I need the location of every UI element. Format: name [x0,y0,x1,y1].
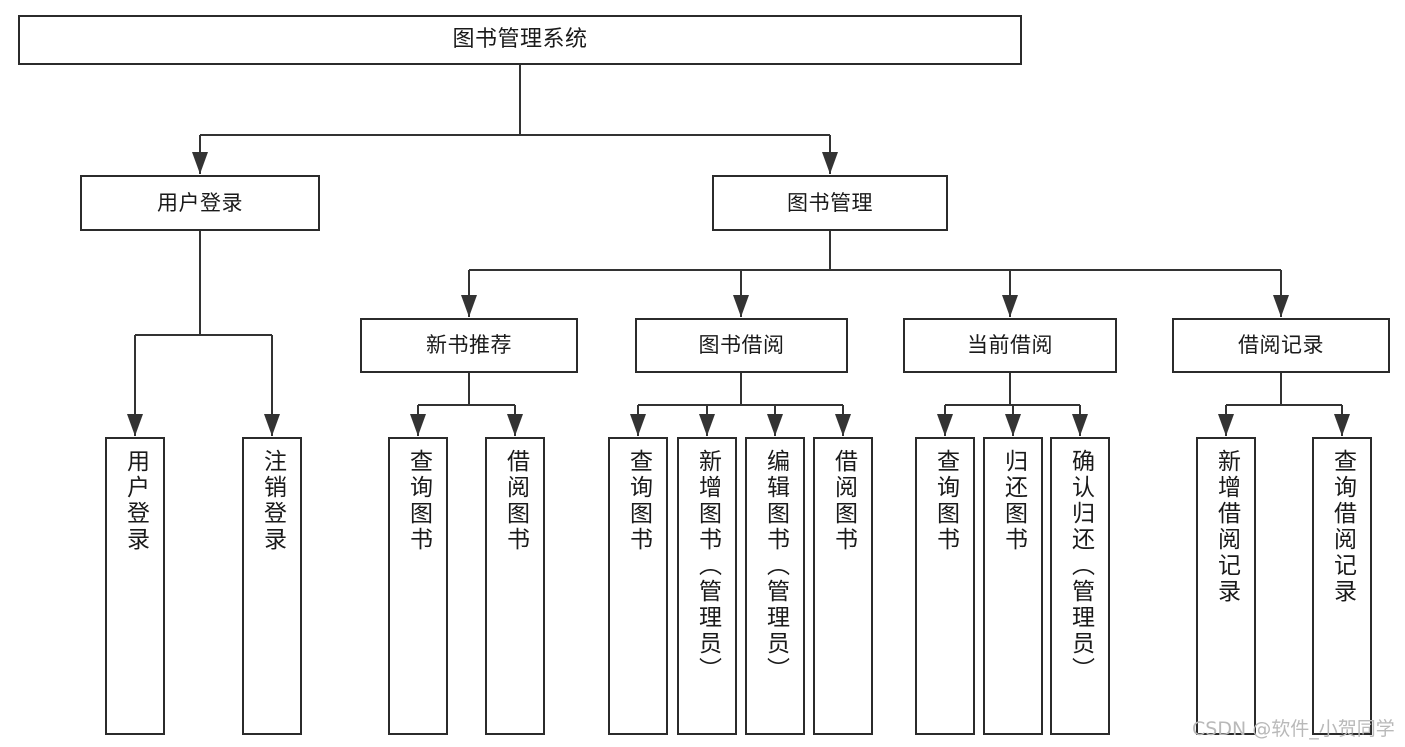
conn-manage-bus-arrow-1 [733,295,749,317]
node-root[interactable]: 图书管理系统 [18,15,1022,65]
node-label: 新书推荐 [426,333,512,358]
node-leaf-query-book-borrow[interactable]: 查询图书 [608,437,668,735]
conn-borrow-bus-arrow-2 [767,414,783,436]
node-label: 查询图书 [932,449,959,553]
node-leaf-query-book-rec[interactable]: 查询图书 [388,437,448,735]
conn-borrow-bus-arrow-3 [835,414,851,436]
node-leaf-add-book[interactable]: 新增图书（管理员） [677,437,737,735]
node-leaf-return-book[interactable]: 归还图书 [983,437,1043,735]
node-leaf-confirm-return[interactable]: 确认归还（管理员） [1050,437,1110,735]
node-label: 借阅记录 [1238,333,1324,358]
conn-manage-bus-arrow-3 [1273,295,1289,317]
node-label: 用户登录 [122,449,149,553]
node-leaf-edit-book[interactable]: 编辑图书（管理员） [745,437,805,735]
node-leaf-query-book-cur[interactable]: 查询图书 [915,437,975,735]
node-label: 查询图书 [405,449,432,553]
node-leaf-borrow-book[interactable]: 借阅图书 [813,437,873,735]
node-label: 当前借阅 [967,333,1053,358]
node-label: 查询借阅记录 [1329,449,1356,605]
node-new-book-rec[interactable]: 新书推荐 [360,318,578,373]
conn-manage-bus-arrow-2 [1002,295,1018,317]
conn-borrow-bus-arrow-0 [630,414,646,436]
node-label: 确认归还（管理员） [1067,449,1094,683]
node-current-borrow[interactable]: 当前借阅 [903,318,1117,373]
conn-manage-bus-arrow-0 [461,295,477,317]
node-label: 借阅图书 [830,449,857,553]
node-label: 图书管理系统 [452,27,588,53]
node-leaf-user-login[interactable]: 用户登录 [105,437,165,735]
conn-rec-bus-arrow-0 [410,414,426,436]
conn-borrow-bus-arrow-1 [699,414,715,436]
conn-current-bus-arrow-0 [937,414,953,436]
node-borrow-record[interactable]: 借阅记录 [1172,318,1390,373]
conn-current-bus-arrow-1 [1005,414,1021,436]
node-label: 注销登录 [259,449,286,553]
node-label: 图书借阅 [698,333,785,358]
node-leaf-add-record[interactable]: 新增借阅记录 [1196,437,1256,735]
node-user-login[interactable]: 用户登录 [80,175,320,231]
node-label: 查询图书 [625,449,652,553]
conn-rec-bus-arrow-1 [507,414,523,436]
node-label: 新增借阅记录 [1213,449,1240,605]
node-label: 归还图书 [1000,449,1027,553]
node-label: 编辑图书（管理员） [762,449,789,683]
node-book-manage[interactable]: 图书管理 [712,175,948,231]
node-label: 借阅图书 [502,449,529,553]
node-book-borrow[interactable]: 图书借阅 [635,318,848,373]
node-leaf-query-record[interactable]: 查询借阅记录 [1312,437,1372,735]
conn-record-bus-arrow-0 [1218,414,1234,436]
conn-current-bus-arrow-2 [1072,414,1088,436]
conn-login-bus-arrow-0 [127,414,143,436]
conn-record-bus-arrow-1 [1334,414,1350,436]
node-label: 用户登录 [157,190,243,215]
node-label: 新增图书（管理员） [694,449,721,683]
conn-login-bus-arrow-1 [264,414,280,436]
node-leaf-borrow-book-rec[interactable]: 借阅图书 [485,437,545,735]
node-leaf-logout[interactable]: 注销登录 [242,437,302,735]
conn-root-bus-arrow-1 [822,152,838,174]
conn-root-bus-arrow-0 [192,152,208,174]
node-label: 图书管理 [787,190,873,215]
